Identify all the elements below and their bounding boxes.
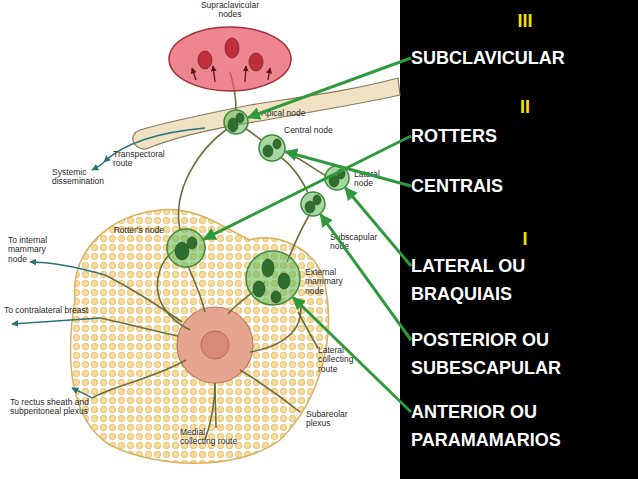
node-label: Supraclavicular nodes (198, 1, 262, 20)
lymph-node-circle: Subscapular node (300, 191, 326, 217)
pointer-arrow (345, 188, 411, 266)
node-outline (167, 229, 205, 267)
node-outline (301, 192, 325, 216)
flow-arrow (30, 262, 105, 275)
lymph-node-cluster: Supraclavicular nodes (168, 26, 292, 92)
term-text: SUBCLAVICULAR (411, 44, 611, 72)
leader-line (240, 370, 300, 412)
lymph-vessel (188, 266, 205, 312)
level-term: CENTRAIS (411, 172, 611, 200)
term-text: ROTTERS (411, 122, 611, 150)
lymph-vessel (92, 360, 186, 398)
node-label: Rotter's node (102, 226, 164, 235)
level-number: I (420, 228, 630, 250)
level-number: III (420, 10, 630, 32)
level-term: LATERAL OU BRAQUIAIS (411, 252, 611, 308)
level-term: SUBCLAVICULAR (411, 44, 611, 72)
level-term: ROTTERS (411, 122, 611, 150)
flow-arrow (92, 162, 104, 170)
node-label: External mammary node (305, 268, 345, 296)
flow-arrow (12, 318, 100, 324)
route-label: Medial collecting route (180, 428, 240, 447)
lymph-vessel (205, 383, 215, 440)
term-text: POSTERIOR OU SUBESCAPULAR (411, 326, 611, 382)
pointer-arrow (293, 298, 411, 412)
lymph-vessel (105, 275, 182, 322)
level-term: POSTERIOR OU SUBESCAPULAR (411, 326, 611, 382)
lymph-vessel (287, 214, 310, 262)
level-term: ANTERIOR OU PARAMAMARIOS (411, 398, 611, 454)
nipple (201, 331, 229, 359)
leader-line (215, 383, 216, 428)
lymph-vessel (179, 129, 227, 230)
lymph-vessel (286, 152, 326, 176)
node-outline (169, 27, 291, 91)
term-text: ANTERIOR OU PARAMAMARIOS (411, 398, 611, 454)
lymph-vessel (250, 300, 301, 352)
node-outline (259, 135, 285, 161)
route-label: Transpectoral route (113, 150, 163, 169)
lymph-node-circle: Lateral node (324, 165, 350, 191)
node-outline (224, 110, 248, 134)
node-outline (168, 26, 292, 92)
dark-panel (400, 0, 638, 479)
node-outline (166, 228, 206, 268)
pointer-arrow (204, 136, 411, 239)
breast-tissue (71, 210, 329, 464)
leader-line (298, 312, 318, 348)
node-outline (245, 250, 301, 306)
lymph-node-circle: Apical node (223, 109, 249, 135)
route-label: Subareolar plexus (306, 410, 351, 429)
flow-arrow (72, 388, 92, 398)
node-outline (300, 191, 326, 217)
lymph-node-circle: Central node (258, 134, 286, 162)
lymph-node-circle: Rotter's node (166, 228, 206, 268)
lymph-node-circle: External mammary node (245, 250, 301, 306)
level-number: II (420, 96, 630, 118)
node-label: Central node (284, 126, 344, 135)
node-outline (325, 166, 349, 190)
node-outline (246, 251, 300, 305)
node-outline (258, 134, 286, 162)
term-text: CENTRAIS (411, 172, 611, 200)
lymph-vessel (245, 128, 261, 140)
node-outline (324, 165, 350, 191)
node-outline (223, 109, 249, 135)
route-label: To internal mammary node (8, 236, 66, 264)
lymph-vessel (100, 318, 178, 336)
route-label: Systemic dissemination (52, 168, 102, 187)
route-label: Lateral collecting route (318, 346, 358, 374)
term-text: LATERAL OU BRAQUIAIS (411, 252, 611, 308)
route-label: To rectus sheath and subperitoneal plexu… (10, 398, 105, 417)
node-label: Subscapular node (330, 233, 380, 252)
route-label: To contralateral breast (4, 306, 104, 315)
node-label: Apical node (261, 109, 321, 118)
node-label: Lateral node (354, 170, 384, 189)
